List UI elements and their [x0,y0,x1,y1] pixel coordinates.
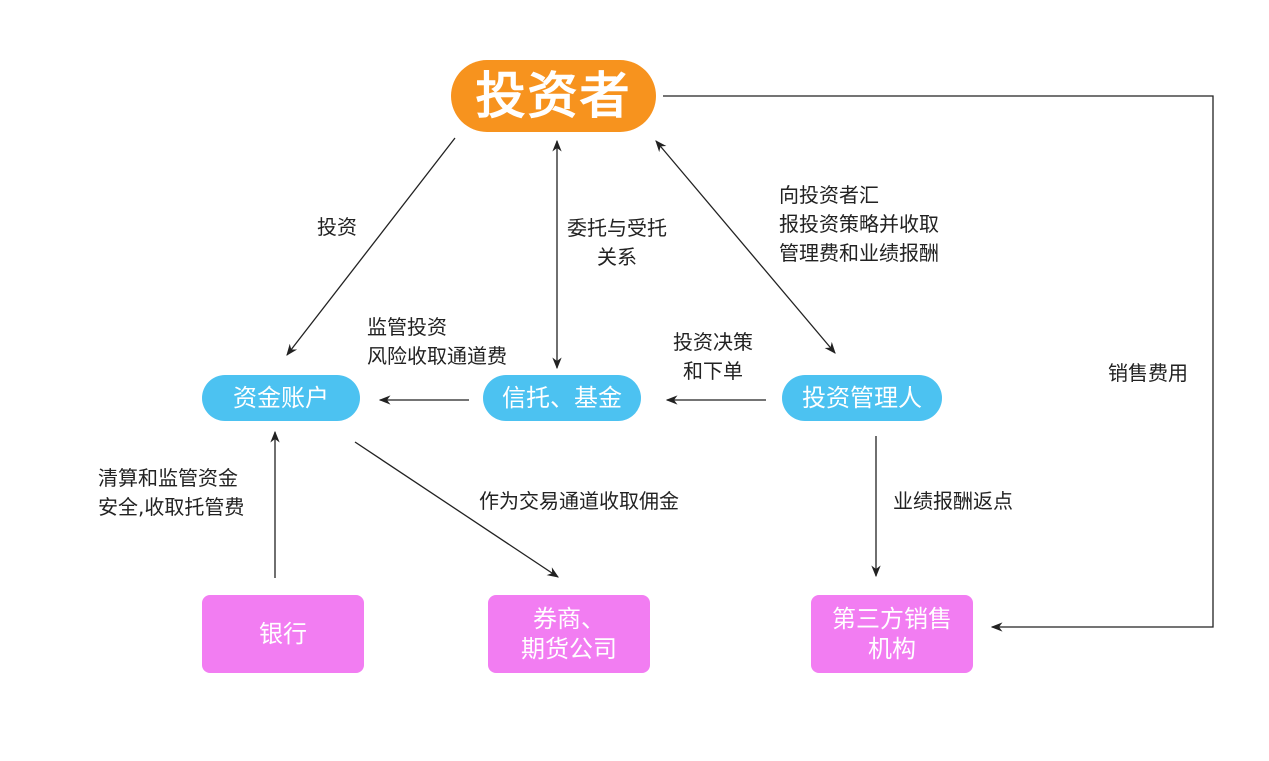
label-brokerage-commission: 作为交易通道收取佣金 [479,489,679,513]
investment-manager-node: 投资管理人 [782,375,942,421]
trust-fund-node: 信托、基金 [483,375,641,421]
label-performance-rebate: 业绩报酬返点 [893,489,1013,513]
arrow-investor-to-third-party-sales [663,95,1214,632]
label-invest: 投资 [317,215,357,239]
arrow-fund-account-to-broker [354,441,559,578]
arrow-investor-manager-bidirectional [655,140,836,354]
label-clearing-custody-fee: 清算和监管资金 安全,收取托管费 [98,466,245,519]
broker-futures-node: 券商、 期货公司 [488,595,650,673]
investor-node: 投资者 [451,60,656,132]
arrow-investor-to-fund-account [286,137,456,356]
fund-account-node: 资金账户 [202,375,360,421]
label-entrust-relation: 委托与受托 关系 [567,216,667,269]
label-sales-fee: 销售费用 [1108,361,1188,385]
label-report-strategy-fees: 向投资者汇 报投资策略并收取 管理费和业绩报酬 [779,183,939,265]
label-supervise-risk-fee: 监管投资 风险收取通道费 [367,315,507,368]
third-party-sales-node: 第三方销售 机构 [811,595,973,673]
bank-node: 银行 [202,595,364,673]
label-investment-decision: 投资决策 和下单 [673,330,753,383]
